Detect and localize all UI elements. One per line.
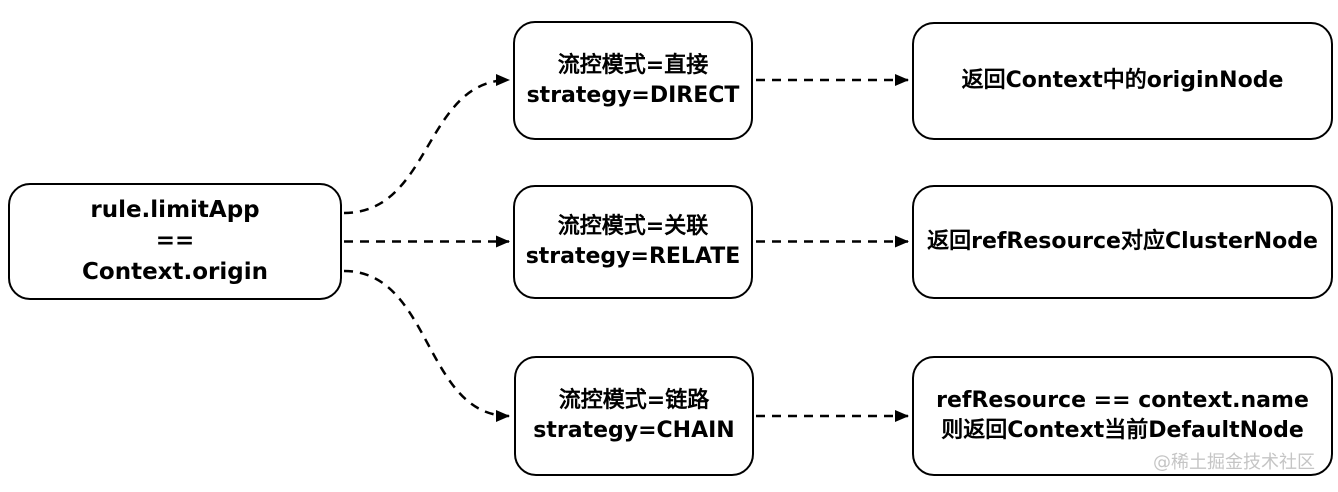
node-root-condition: rule.limitApp == Context.origin	[8, 183, 342, 300]
result-chain-line-2: 则返回Context当前DefaultNode	[941, 418, 1304, 443]
node-root-line-3: Context.origin	[82, 259, 268, 286]
node-condition-chain: 流控模式=链路 strategy=CHAIN	[514, 356, 754, 476]
condition-chain-line-1: 流控模式=链路	[558, 388, 710, 414]
condition-direct-line-2: strategy=DIRECT	[526, 82, 740, 108]
node-result-relate: 返回refResource对应ClusterNode	[912, 185, 1333, 299]
node-root-line-1: rule.limitApp	[90, 196, 260, 223]
connector-root-to-direct	[343, 74, 510, 215]
connector-root-to-chain	[343, 269, 510, 422]
node-condition-direct: 流控模式=直接 strategy=DIRECT	[513, 21, 753, 140]
condition-chain-line-2: strategy=CHAIN	[533, 418, 735, 443]
result-direct-line-1: 返回Context中的originNode	[961, 68, 1284, 94]
result-relate-line-1: 返回refResource对应ClusterNode	[927, 229, 1318, 255]
condition-direct-line-1: 流控模式=直接	[557, 52, 709, 78]
condition-relate-line-1: 流控模式=关联	[557, 214, 709, 240]
node-result-direct: 返回Context中的originNode	[912, 22, 1333, 140]
node-result-chain: refResource == context.name 则返回Context当前…	[912, 356, 1333, 476]
result-chain-line-1: refResource == context.name	[936, 388, 1309, 414]
node-root-line-2: ==	[155, 227, 195, 254]
condition-relate-line-2: strategy=RELATE	[525, 244, 741, 269]
node-condition-relate: 流控模式=关联 strategy=RELATE	[513, 185, 753, 299]
